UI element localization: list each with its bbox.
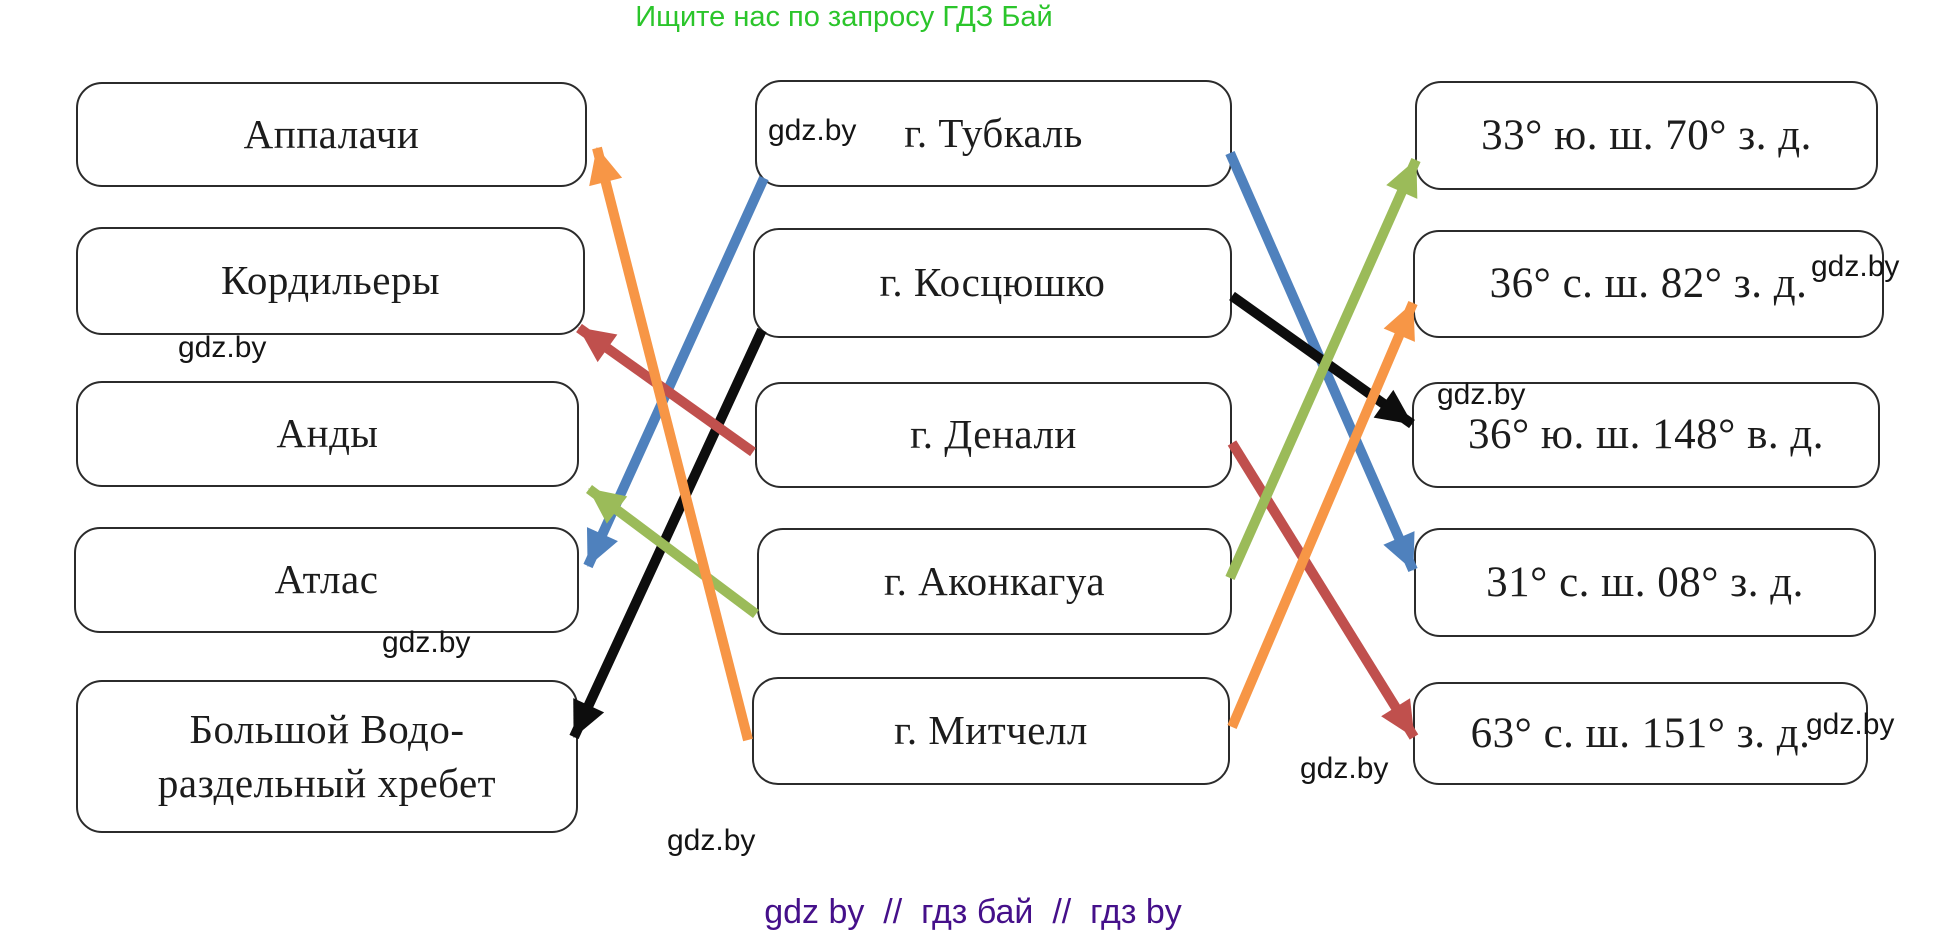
arrow-red-4 — [576, 323, 756, 457]
gdz-watermark-6: gdz.by — [1300, 752, 1389, 785]
mountain-system-box-1: Кордильеры — [76, 227, 585, 335]
peak-box-1: г. Косцюшко — [753, 228, 1232, 338]
gdz-watermark-3: gdz.by — [667, 824, 756, 857]
peak-label-2: г. Денали — [910, 411, 1077, 458]
mountain-system-box-4: Большой Водо- раздельный хребет — [76, 680, 578, 833]
arrow-red-5 — [1227, 440, 1419, 740]
coordinates-label-4: 63° с. ш. 151° з. д. — [1470, 709, 1811, 757]
arrow-green-6 — [586, 484, 759, 619]
peak-box-2: г. Денали — [755, 382, 1232, 488]
gdz-watermark-0: gdz.by — [768, 114, 857, 147]
gdz-watermark-1: gdz.by — [178, 331, 267, 364]
peak-label-1: г. Косцюшко — [879, 259, 1106, 306]
coordinates-box-4: 63° с. ш. 151° з. д. — [1413, 682, 1868, 785]
peak-box-0: г. Тубкаль — [755, 80, 1232, 187]
peak-label-0: г. Тубкаль — [904, 109, 1083, 156]
coordinates-label-2: 36° ю. ш. 148° в. д. — [1467, 411, 1825, 459]
arrow-orange-9 — [1227, 301, 1418, 729]
mountain-system-label-0: Аппалачи — [243, 110, 420, 157]
gdz-watermark-2: gdz.by — [382, 626, 471, 659]
gdz-watermark-4: gdz.by — [1811, 250, 1900, 283]
mountain-system-box-3: Атлас — [74, 527, 579, 633]
mountain-system-box-2: Анды — [76, 381, 579, 487]
arrow-green-7 — [1225, 157, 1421, 581]
mountain-system-label-2: Анды — [276, 410, 379, 457]
page-title: Ищите нас по запросу ГДЗ Бай — [635, 1, 1053, 33]
peak-box-4: г. Митчелл — [752, 677, 1230, 785]
peak-label-4: г. Митчелл — [894, 707, 1088, 754]
gdz-watermark-5: gdz.by — [1437, 378, 1526, 411]
coordinates-label-0: 33° ю. ш. 70° з. д. — [1481, 111, 1812, 159]
arrow-black-2 — [569, 327, 767, 740]
coordinates-box-2: 36° ю. ш. 148° в. д. — [1412, 382, 1880, 488]
footer-text: gdz by // гдз бай // гдз by — [764, 893, 1182, 931]
peak-box-3: г. Аконкагуа — [757, 528, 1232, 635]
coordinates-label-3: 31° с. ш. 08° з. д. — [1486, 558, 1804, 606]
coordinates-box-1: 36° с. ш. 82° з. д. — [1413, 230, 1884, 338]
mountain-system-box-0: Аппалачи — [76, 82, 587, 187]
peak-label-3: г. Аконкагуа — [883, 557, 1106, 604]
mountain-system-label-1: Кордильеры — [221, 257, 440, 304]
coordinates-label-1: 36° с. ш. 82° з. д. — [1489, 260, 1808, 308]
gdz-watermark-7: gdz.by — [1806, 708, 1895, 741]
mountain-system-label-3: Атлас — [274, 556, 379, 603]
coordinates-box-0: 33° ю. ш. 70° з. д. — [1415, 81, 1878, 190]
coordinates-box-3: 31° с. ш. 08° з. д. — [1414, 528, 1876, 637]
mountain-system-label-4: Большой Водо- раздельный хребет — [157, 706, 497, 806]
arrow-orange-8 — [589, 146, 753, 742]
